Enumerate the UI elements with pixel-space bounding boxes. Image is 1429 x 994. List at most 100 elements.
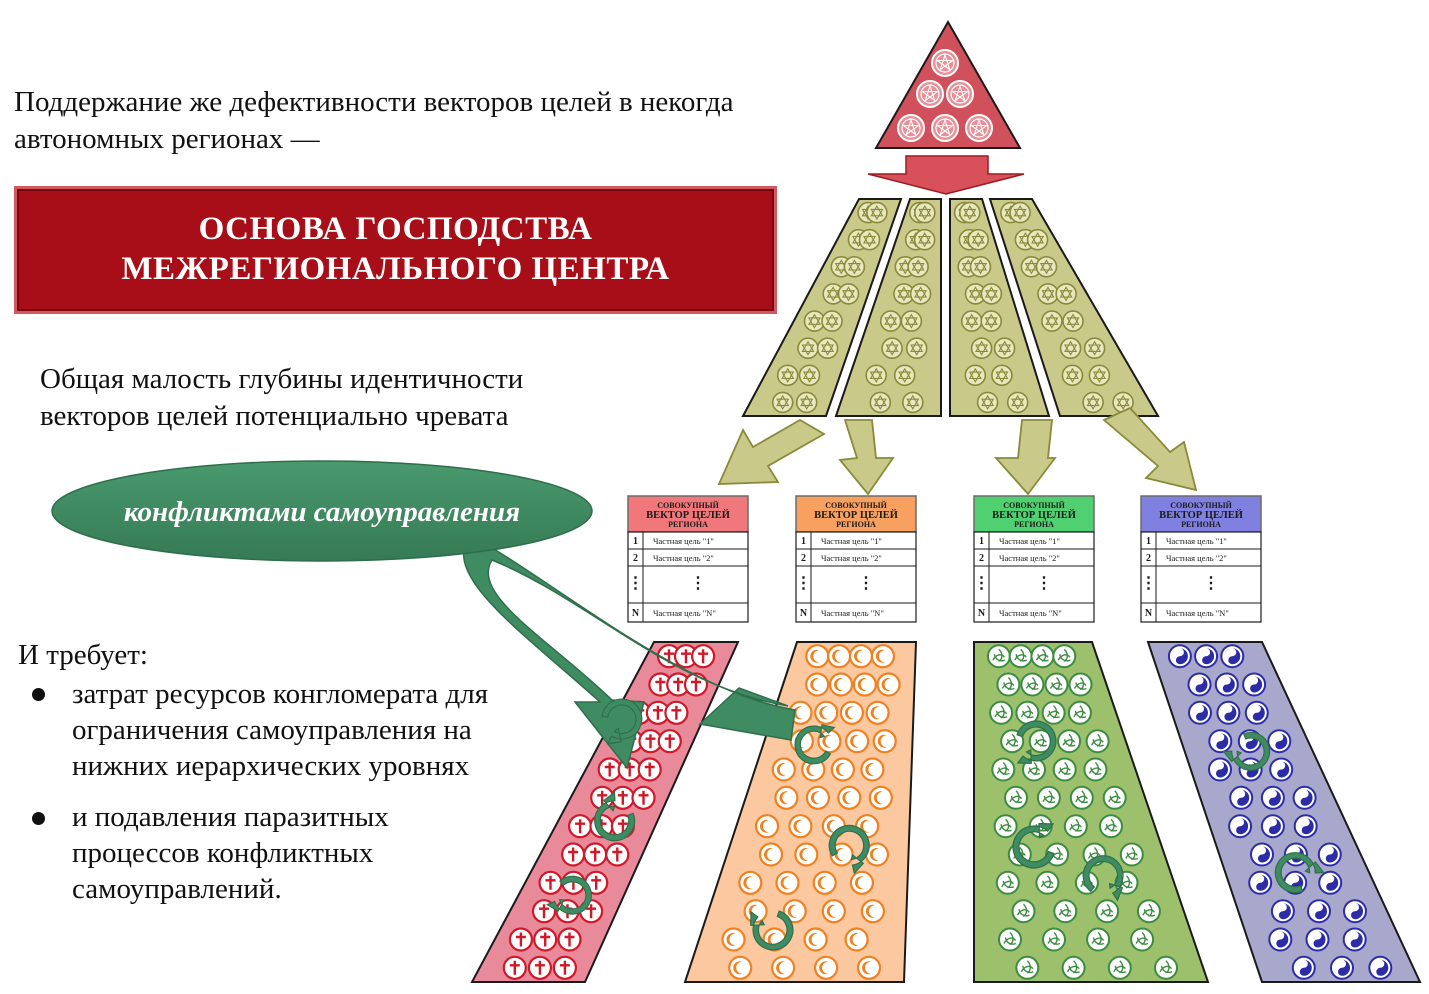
pentagram-icon: [965, 114, 993, 142]
olive-pyramid: [741, 198, 1160, 417]
star-of-david-icon: [993, 337, 1016, 360]
cross-icon: [560, 842, 586, 867]
table-header-box: [973, 495, 1095, 533]
star-of-david-icon: [980, 310, 1003, 332]
region-red: [470, 641, 740, 983]
table-row-text: Частная цель "N": [1166, 608, 1229, 618]
triquetra-icon: [1020, 672, 1045, 697]
intro-line-1: Поддержание же дефективности векторов це…: [14, 86, 734, 118]
bullet-item-2: и подавления паразитных процессов конфли…: [72, 799, 389, 907]
bullet-2-line-3: самоуправлений.: [72, 873, 282, 905]
yin-yang-icon: [1188, 700, 1212, 725]
table-row-text: ⋮: [1036, 575, 1052, 592]
table-row-number: 2: [1146, 553, 1151, 564]
yin-yang-icon: [1208, 757, 1232, 782]
table-header-box: [627, 495, 749, 533]
triquetra-icon: [1068, 672, 1093, 697]
triquetra-icon: [1130, 927, 1155, 952]
yin-yang-icon: [1250, 842, 1274, 867]
table-row-text: ⋮: [858, 575, 874, 592]
table-header3: РЕГИОНА: [668, 520, 708, 529]
star-of-david-icon: [913, 228, 936, 251]
table-row-text: Частная цель "2": [1166, 553, 1227, 563]
crescent-icon: [788, 814, 813, 839]
cross-icon: [557, 927, 582, 952]
triquetra-icon: [1061, 955, 1086, 980]
triquetra-icon: [1036, 785, 1061, 810]
triquetra-icon: [1095, 899, 1120, 924]
crescent-icon: [828, 672, 854, 697]
triquetra-icon: [1136, 899, 1161, 924]
triquetra-icon: [1063, 814, 1088, 839]
olive-trapezoid-3: [949, 198, 1051, 417]
triquetra-icon: [1102, 785, 1127, 810]
crescent-icon: [728, 955, 753, 980]
title-banner: ОСНОВА ГОСПОДСТВА МЕЖРЕГИОНАЛЬНОГО ЦЕНТР…: [14, 186, 777, 314]
star-of-david-icon: [866, 201, 888, 224]
star-of-david-icon: [976, 391, 999, 414]
triquetra-icon: [989, 700, 1014, 725]
table-body: [627, 531, 749, 623]
olive-trapezoid-4: [988, 198, 1160, 417]
table-header1: СОВОКУПНЫЙ: [1170, 501, 1232, 510]
triquetra-icon: [1086, 927, 1111, 952]
yin-yang-icon: [1216, 700, 1241, 725]
triquetra-icon: [1057, 729, 1082, 754]
yin-yang-icon: [1291, 955, 1316, 980]
triquetra-icon: [1035, 870, 1060, 895]
table-row-text: Частная цель "1": [1166, 536, 1227, 546]
bullet-dot-icon: [32, 812, 45, 825]
crescent-icon: [837, 785, 862, 810]
cross-icon: [583, 842, 608, 867]
pentagram-icon: [916, 80, 944, 108]
star-of-david-icon: [967, 228, 990, 251]
star-of-david-icon: [970, 337, 993, 360]
table-header1: СОВОКУПНЫЙ: [825, 501, 887, 510]
bullet-1-line-3: нижних иерархических уровнях: [72, 750, 470, 782]
crescent-icon: [844, 729, 870, 754]
yin-yang-icon: [1187, 672, 1212, 697]
table-row-text: Частная цель "N": [653, 608, 716, 618]
star-of-david-icon: [865, 364, 888, 387]
crescent-icon: [868, 785, 893, 810]
identity-line-1: Общая малость глубины идентичности: [40, 363, 524, 395]
banner-line-1: ОСНОВА ГОСПОДСТВА: [198, 211, 593, 247]
triquetra-icon: [998, 927, 1022, 952]
banner-line-2: МЕЖРЕГИОНАЛЬНОГО ЦЕНТРА: [121, 251, 670, 287]
crescent-icon: [860, 899, 886, 924]
star-of-david-icon: [1009, 201, 1031, 224]
triquetra-icon: [1004, 785, 1028, 810]
triquetra-icon: [1053, 899, 1078, 924]
table-header1: СОВОКУПНЫЙ: [657, 501, 719, 510]
cross-icon: [552, 955, 578, 980]
crescent-icon: [852, 672, 877, 697]
crescent-icon: [870, 644, 896, 669]
crescent-icon: [803, 927, 828, 952]
region-blue: [1146, 641, 1422, 983]
table-row-number: 2: [979, 553, 984, 564]
star-of-david-icon: [960, 310, 983, 332]
yin-yang-icon: [1268, 927, 1293, 952]
crescent-icon: [805, 785, 831, 810]
star-of-david-icon: [1006, 391, 1029, 414]
table-row-number: N: [978, 608, 986, 619]
crescent-icon: [839, 700, 865, 725]
star-of-david-icon: [776, 364, 799, 387]
star-of-david-icon: [1041, 310, 1063, 332]
yin-yang-icon: [1267, 729, 1292, 754]
triquetra-icon: [993, 814, 1018, 839]
olive-trapezoid-2: [834, 198, 942, 417]
bullet-2-line-2: процессов конфликтных: [72, 837, 374, 869]
yin-yang-icon: [1317, 842, 1342, 867]
table-row-number: ⋮: [974, 575, 990, 592]
table-row-text: Частная цель "N": [999, 608, 1062, 618]
triquetra-icon: [1030, 644, 1055, 669]
pentagram-icon: [931, 49, 959, 77]
star-of-david-icon: [879, 310, 902, 332]
table-row-text: Частная цель "N": [821, 608, 884, 618]
table-header3: РЕГИОНА: [1014, 520, 1054, 529]
star-of-david-icon: [821, 310, 843, 332]
cross-icon: [527, 955, 553, 980]
triquetra-icon: [1085, 729, 1110, 754]
